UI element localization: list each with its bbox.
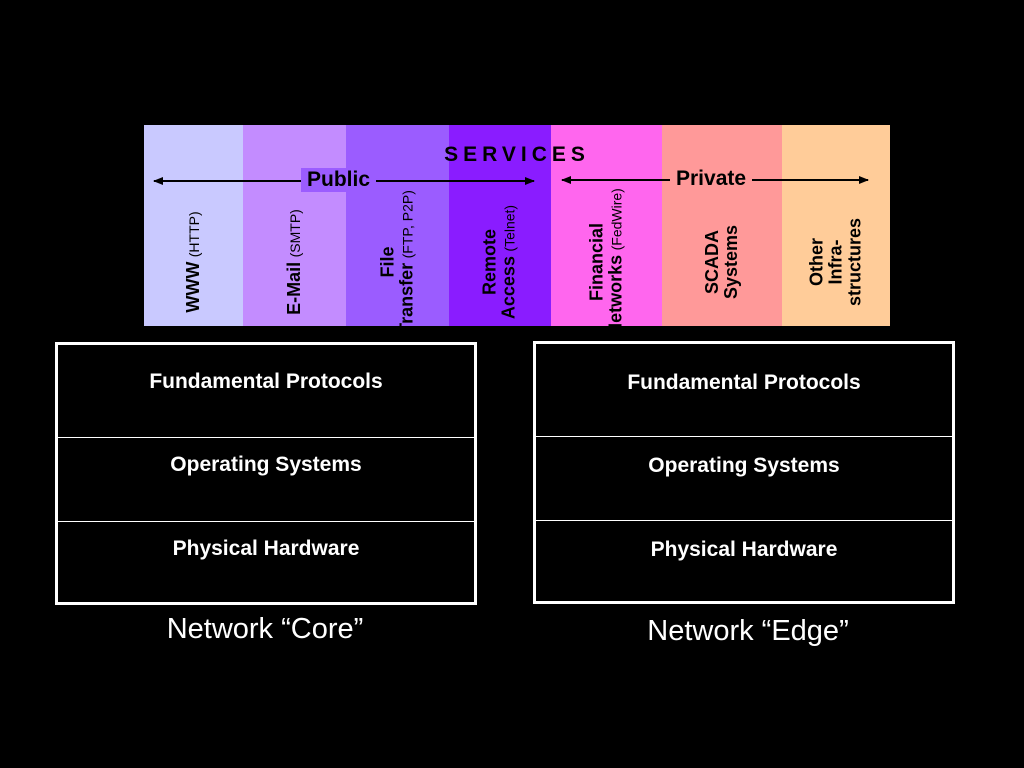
service-column-financial-networks: Financial Networks (FedWire) [551,125,662,336]
network-core-stack: Fundamental Protocols Operating Systems … [55,342,477,605]
core-layer-os: Operating Systems [58,437,474,521]
private-label: Private [670,167,753,191]
service-column-other-infrastructures: Other Infra- structures [782,125,890,326]
service-column-www: WWW (HTTP) [144,125,243,326]
services-title: SERVICES [444,143,590,166]
core-layer-protocols: Fundamental Protocols [149,370,383,393]
service-column-email: E-Mail (SMTP) [243,125,346,326]
edge-layer-os: Operating Systems [536,436,952,520]
network-core-caption: Network “Core” [166,613,364,645]
edge-layer-hardware: Physical Hardware [536,520,952,601]
edge-layer-protocols: Fundamental Protocols [627,371,861,394]
network-edge-stack: Fundamental Protocols Operating Systems … [533,341,955,604]
service-column-scada-systems: SCADA Systems [662,125,782,326]
service-column-file-transfer: File Transfer (FTP, P2P) [346,125,449,334]
core-layer-hardware: Physical Hardware [58,521,474,602]
service-column-remote-access: Remote Access (Telnet) [449,125,551,326]
network-edge-caption: Network “Edge” [647,615,849,647]
public-label: Public [301,168,377,192]
services-band: WWW (HTTP) E-Mail (SMTP) File Transfer (… [144,125,890,336]
